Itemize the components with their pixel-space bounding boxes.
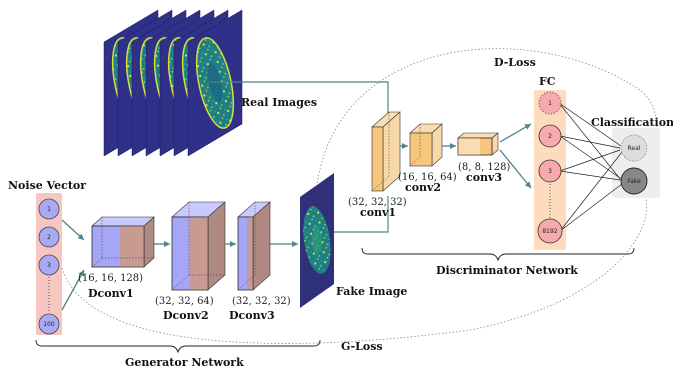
d-loss-label: D-Loss (494, 56, 536, 69)
noise-node (38, 226, 60, 248)
dconv1-block (91, 216, 155, 268)
noise-node-label: 3 (47, 262, 51, 269)
fc-node-label: 3 (548, 168, 552, 175)
fc-node (537, 218, 563, 244)
conv1-shape: (32, 32, 32) (348, 197, 407, 208)
discriminator-brace (361, 247, 635, 262)
generator-brace (35, 339, 321, 354)
real-images-label: Real Images (241, 96, 317, 109)
fake-image-label: Fake Image (336, 285, 407, 298)
noise-node (38, 198, 60, 220)
fc-node (538, 91, 562, 115)
real-class-node (620, 134, 648, 162)
fc-node-label: 1 (548, 100, 552, 107)
noise-node-label: 1 (47, 206, 51, 213)
conv3-shape: (8, 8, 128) (458, 162, 510, 173)
fake-class-label: Fake (627, 178, 641, 185)
discriminator-network-label: Discriminator Network (436, 264, 578, 277)
conv3-block (457, 132, 499, 156)
conv2-block (409, 123, 443, 167)
fc-node (538, 124, 562, 148)
dconv2-block (171, 201, 226, 291)
conv1-label: conv1 (360, 206, 396, 219)
g-loss-curve (61, 184, 647, 344)
fake-to-disc-line (334, 196, 389, 233)
real-images-stack (103, 9, 243, 157)
generator-network-label: Generator Network (125, 356, 244, 369)
noise-nodes: 1 2 3 100 (38, 198, 60, 335)
classification-title: Classification (591, 116, 673, 129)
dconv3-shape: (32, 32, 32) (232, 296, 291, 307)
conv2-shape: (16, 16, 64) (398, 172, 457, 183)
real-class-label: Real (628, 145, 641, 152)
conv1-block (371, 111, 401, 192)
dconv3-block (237, 201, 271, 291)
noise-node-label: 100 (43, 321, 55, 328)
conv2-label: conv2 (405, 181, 441, 194)
g-loss-label: G-Loss (341, 340, 383, 353)
noise-vector-title: Noise Vector (8, 179, 86, 192)
noise-node (38, 254, 60, 276)
dconv3-label: Dconv3 (229, 309, 275, 322)
fc-nodes: 1 2 3 8192 (537, 91, 563, 244)
fc-node (538, 159, 562, 183)
dconv2-label: Dconv2 (163, 309, 209, 322)
dconv1-shape: (16, 16, 128) (78, 273, 143, 284)
fc-title: FC (539, 75, 556, 88)
fake-class-node (620, 167, 648, 195)
fc-node-label: 2 (548, 133, 552, 140)
real-to-disc-line (210, 81, 389, 118)
dconv1-label: Dconv1 (88, 287, 134, 300)
fc-node-label: 8192 (542, 228, 557, 235)
conv3-to-fc-arrow (499, 123, 532, 143)
noise-node (38, 313, 60, 335)
conv3-to-fc-arrow (499, 149, 532, 189)
dconv2-shape: (32, 32, 64) (155, 296, 214, 307)
noise-to-dconv1-arrow (61, 269, 85, 311)
noise-to-dconv1-arrow (61, 219, 85, 241)
fake-image (300, 173, 334, 308)
conv3-label: conv3 (466, 171, 502, 184)
real-image-slice (187, 9, 243, 157)
fc-class-connections (558, 102, 623, 232)
noise-node-label: 2 (47, 234, 51, 241)
